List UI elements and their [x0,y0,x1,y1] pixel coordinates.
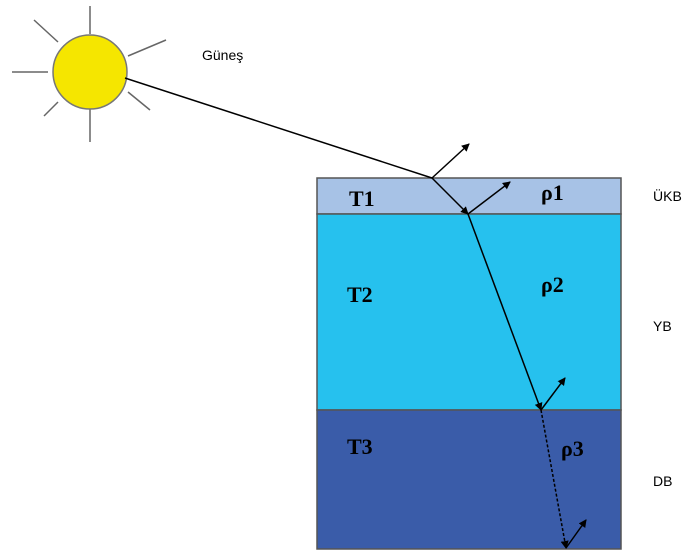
reflected-ray-boundary-2 [540,377,566,411]
layer-2-box [316,213,622,411]
layer-1-density-label: ρ1 [541,180,564,205]
layer-3-density-label: ρ3 [561,436,584,461]
layer-1-box [316,177,622,215]
refracted-ray-layer-1 [431,177,469,215]
reflected-ray-top [431,143,470,179]
layer-2-name: YB [653,318,672,334]
layer-3-box [316,409,622,550]
layer-1-temp-label: T1 [349,186,375,211]
layer-2-density-label: ρ2 [541,272,564,297]
incoming-ray [124,77,433,179]
sun-icon [12,6,167,142]
reflected-ray-bottom [565,519,587,549]
layer-3-temp-label: T3 [347,434,373,459]
layer-3-name: DB [653,473,672,489]
refracted-ray-layer-2 [467,213,543,411]
layer-1-name: ÜKB [653,187,682,204]
sun-label: Güneş [202,47,243,63]
reflected-ray-boundary-1 [467,181,511,215]
refracted-ray-layer-3 [540,409,569,549]
layer-2-temp-label: T2 [347,282,373,307]
sun-disc [52,34,128,110]
